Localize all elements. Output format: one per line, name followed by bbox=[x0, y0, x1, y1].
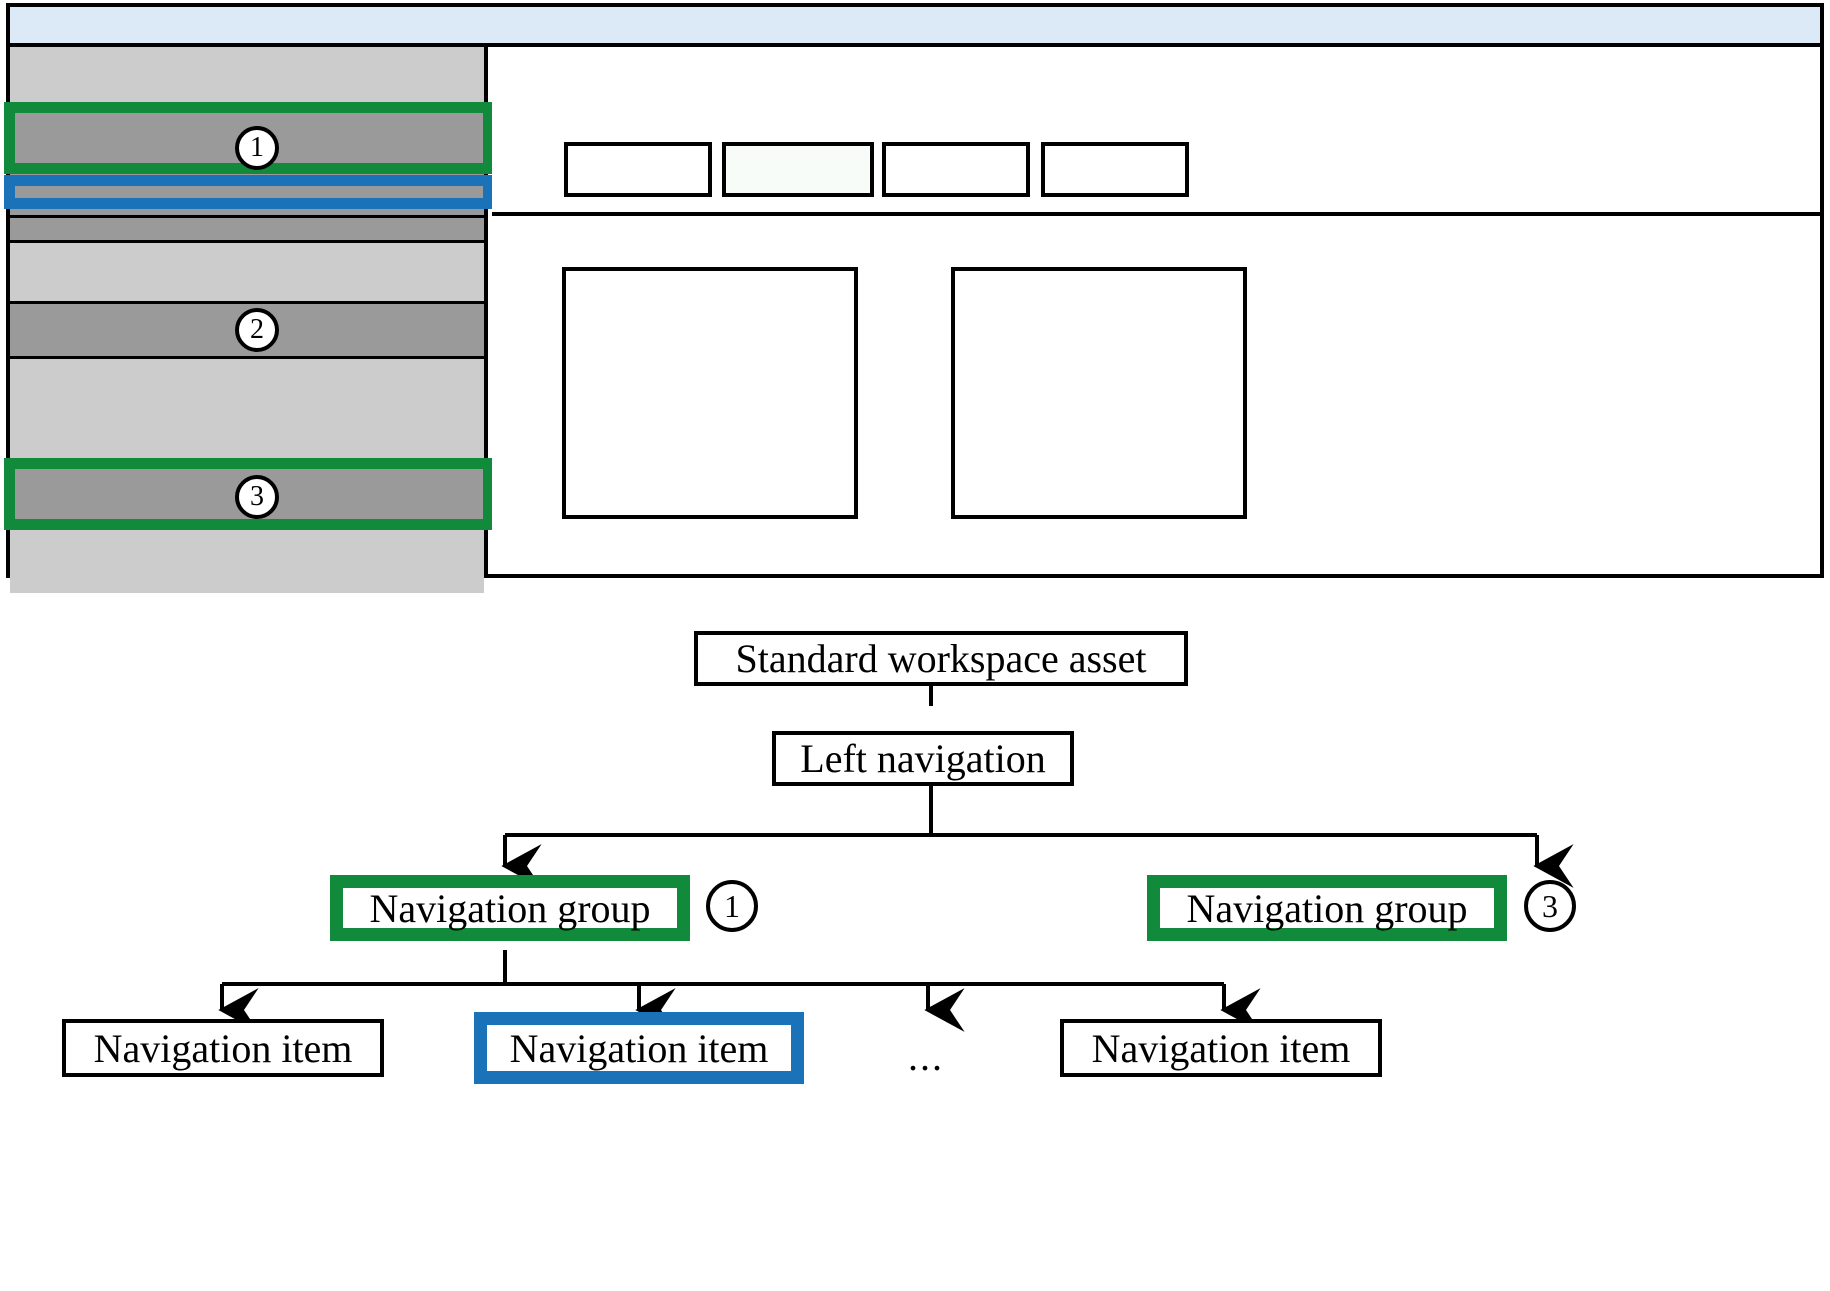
callout-badge-1: 1 bbox=[235, 126, 279, 170]
sidebar-spacer-bottom bbox=[10, 523, 484, 593]
content-panel-left[interactable] bbox=[562, 267, 858, 519]
tree-node-root: Standard workspace asset bbox=[694, 631, 1188, 686]
sidebar-spacer-mid-2 bbox=[10, 359, 484, 465]
content-tab-3[interactable] bbox=[882, 142, 1030, 197]
tree-node-navigation-group-3: Navigation group bbox=[1147, 875, 1507, 941]
tree-connectors bbox=[218, 680, 1574, 1032]
content-tab-2[interactable] bbox=[722, 142, 874, 197]
workspace-mockup: 1 2 3 bbox=[4, 3, 1824, 593]
app-topbar bbox=[10, 7, 1820, 47]
content-tabs-row bbox=[492, 47, 1820, 216]
sidebar-item-1-2[interactable] bbox=[10, 183, 484, 199]
sidebar-item-1-3[interactable] bbox=[10, 199, 484, 215]
mockup-body: 1 2 3 bbox=[4, 47, 1820, 593]
callout-badge-3: 3 bbox=[235, 475, 279, 519]
hierarchy-diagram: Standard workspace asset Left navigation… bbox=[0, 578, 1830, 1291]
tree-node-ellipsis: ... bbox=[908, 1034, 944, 1079]
tree-node-navigation-item-last: Navigation item bbox=[1060, 1019, 1382, 1077]
callout-badge-2: 2 bbox=[235, 308, 279, 352]
sidebar-item-1-1[interactable] bbox=[10, 167, 484, 183]
content-tab-4[interactable] bbox=[1041, 142, 1189, 197]
tree-node-navigation-item-1: Navigation item bbox=[62, 1019, 384, 1077]
tree-node-left-navigation: Left navigation bbox=[772, 731, 1074, 786]
content-tab-1[interactable] bbox=[564, 142, 712, 197]
content-pane bbox=[492, 47, 1820, 574]
tree-node-navigation-group-1: Navigation group bbox=[330, 875, 690, 941]
sidebar-item-group-2[interactable] bbox=[10, 215, 484, 243]
tree-callout-badge-1: 1 bbox=[706, 880, 758, 932]
sidebar-spacer-mid bbox=[10, 243, 484, 301]
sidebar-spacer-top bbox=[10, 47, 484, 109]
content-panel-right[interactable] bbox=[951, 267, 1247, 519]
tree-node-navigation-item-2: Navigation item bbox=[474, 1012, 804, 1084]
tree-callout-badge-3: 3 bbox=[1524, 880, 1576, 932]
